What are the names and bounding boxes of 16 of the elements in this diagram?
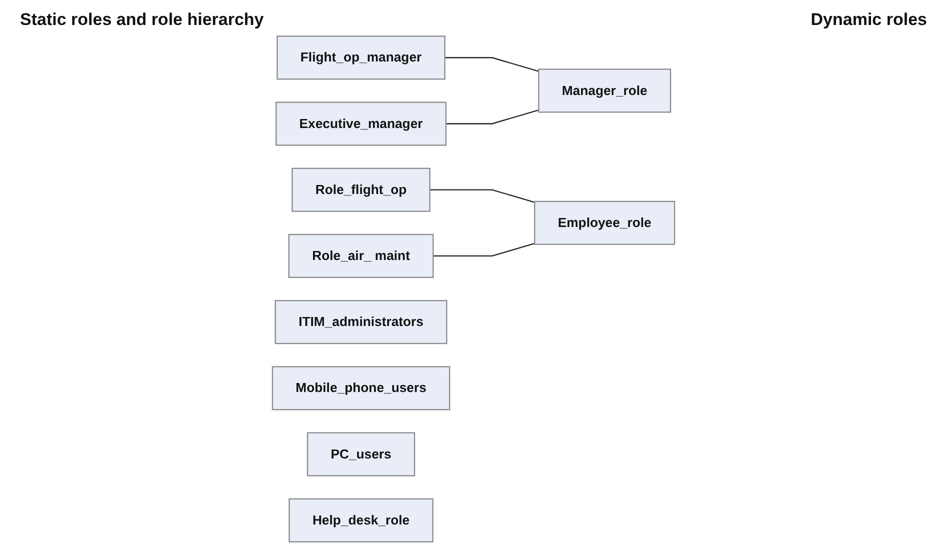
section-heading: Static roles and role hierarchy — [20, 10, 264, 30]
connector-line — [446, 110, 539, 124]
node-box: ITIM_administrators — [274, 300, 448, 344]
connector-line — [430, 189, 535, 203]
node-box: Help_desk_role — [288, 498, 434, 542]
node-box: Manager_role — [538, 68, 672, 113]
node-box: Executive_manager — [276, 102, 447, 146]
node-box: Mobile_phone_users — [272, 366, 450, 410]
section-heading: Dynamic roles — [810, 10, 927, 30]
connector-line — [433, 242, 535, 257]
node-box: Role_air_ maint — [288, 234, 434, 278]
connector-line — [444, 57, 539, 72]
node-box: Flight_op_manager — [276, 36, 446, 80]
node-box: Role_flight_op — [292, 168, 430, 212]
node-box: Employee_role — [534, 200, 676, 245]
node-box: PC_users — [306, 432, 416, 476]
